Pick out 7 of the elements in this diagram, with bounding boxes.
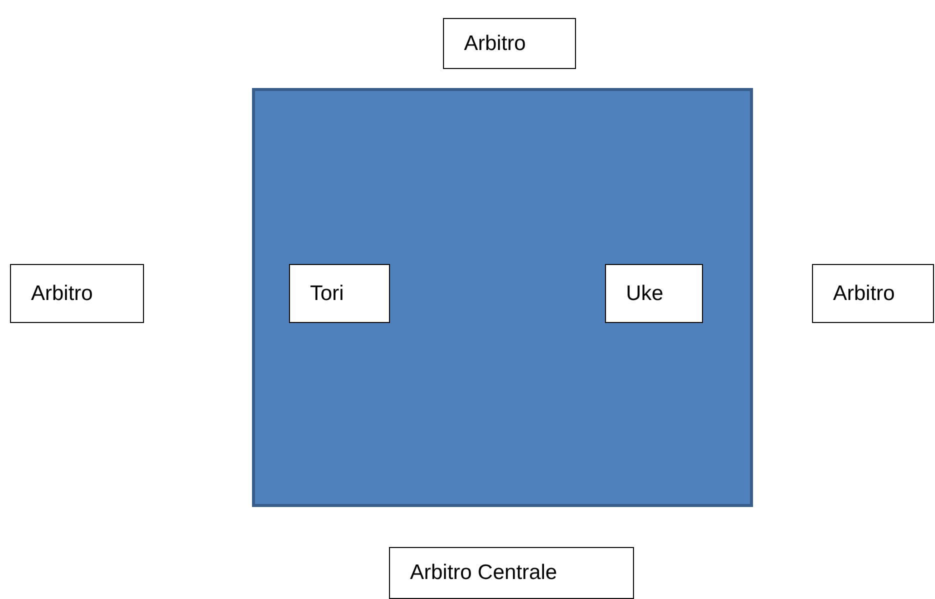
role-label: Uke — [605, 264, 703, 323]
role-label: Arbitro Centrale — [389, 547, 634, 599]
role-label: Arbitro — [10, 264, 144, 323]
mat-area — [252, 88, 753, 507]
role-label: Tori — [289, 264, 390, 323]
role-label: Arbitro — [812, 264, 934, 323]
role-label: Arbitro — [443, 18, 576, 69]
